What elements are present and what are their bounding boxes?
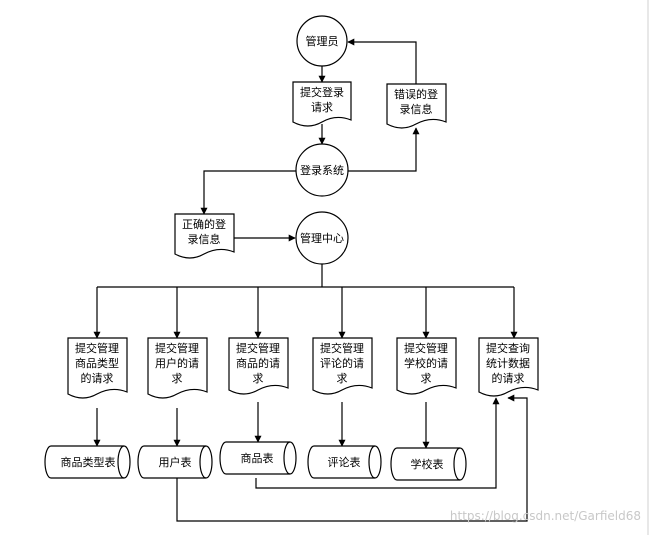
doc-req-goods: 提交管理 商品的请 求 — [228, 337, 289, 395]
doc-req-user-line2: 用户的请 — [155, 356, 199, 370]
doc-req-user: 提交管理 用户的请 求 — [147, 337, 208, 399]
edge-login-to-wrong — [348, 127, 420, 172]
doc-req-category-line3: 的请求 — [81, 371, 114, 385]
doc-req-comment-line1: 提交管理 — [320, 341, 364, 355]
watermark-text: https://blog.csdn.net/Garfield68 — [450, 509, 641, 523]
edge-tbl-user-to-stats — [176, 394, 528, 522]
doc-right-login-line1: 正确的登 — [182, 217, 226, 231]
doc-req-category: 提交管理 商品类型 的请求 — [67, 337, 128, 399]
node-admin-center-label: 管理中心 — [300, 231, 344, 245]
doc-submit-login-line1: 提交登录 — [300, 85, 344, 99]
doc-submit-login: 提交登录 请求 — [292, 81, 352, 127]
edge-tbl-goods-to-stats — [255, 397, 500, 489]
node-login-system: 登录系统 — [295, 143, 349, 197]
node-admin: 管理员 — [296, 15, 348, 67]
doc-req-category-line1: 提交管理 — [75, 341, 119, 355]
doc-req-stats-line1: 提交查询 — [486, 341, 530, 355]
doc-wrong-login-line2: 录信息 — [400, 102, 433, 116]
edge-wrong-to-admin — [347, 38, 417, 84]
doc-req-goods-line3: 求 — [253, 372, 264, 385]
doc-req-comment: 提交管理 评论的请 求 — [312, 337, 373, 395]
doc-req-comment-line3: 求 — [337, 372, 348, 385]
doc-right-login: 正确的登 录信息 — [174, 213, 235, 259]
doc-req-comment-line2: 评论的请 — [320, 356, 364, 370]
store-tbl-user-label: 用户表 — [159, 455, 192, 469]
connectors — [93, 38, 528, 522]
edge-login-to-right — [200, 170, 296, 215]
store-tbl-category: 商品类型表 — [44, 445, 131, 479]
doc-wrong-login-line1: 错误的登 — [394, 87, 438, 101]
doc-req-category-line2: 商品类型 — [75, 356, 119, 370]
doc-req-school: 提交管理 学校的请 求 — [396, 337, 457, 395]
doc-req-user-line1: 提交管理 — [155, 341, 199, 355]
store-tbl-comment-label: 评论表 — [328, 455, 361, 469]
store-tbl-category-label: 商品类型表 — [61, 455, 116, 469]
store-tbl-goods: 商品表 — [219, 441, 297, 475]
doc-submit-login-line2: 请求 — [311, 101, 333, 114]
doc-req-user-line3: 求 — [172, 372, 183, 385]
store-tbl-goods-label: 商品表 — [241, 451, 274, 465]
node-admin-label: 管理员 — [306, 34, 339, 48]
edge-center-bus — [97, 264, 514, 288]
doc-req-stats-line2: 统计数据 — [486, 356, 530, 370]
doc-req-school-line2: 学校的请 — [404, 356, 448, 370]
doc-req-goods-line1: 提交管理 — [236, 341, 280, 355]
doc-req-stats-line3: 的请求 — [492, 371, 525, 385]
node-admin-center: 管理中心 — [295, 211, 349, 265]
node-login-system-label: 登录系统 — [300, 163, 344, 177]
doc-req-school-line1: 提交管理 — [404, 341, 448, 355]
doc-req-school-line3: 求 — [421, 372, 432, 385]
store-tbl-school-label: 学校表 — [411, 457, 444, 471]
store-tbl-comment: 评论表 — [307, 445, 382, 479]
doc-wrong-login: 错误的登 录信息 — [386, 83, 447, 129]
store-tbl-school: 学校表 — [390, 447, 467, 481]
doc-right-login-line2: 录信息 — [188, 232, 221, 246]
doc-req-goods-line2: 商品的请 — [236, 356, 280, 370]
store-tbl-user: 用户表 — [137, 445, 213, 479]
doc-req-stats: 提交查询 统计数据 的请求 — [478, 337, 539, 397]
